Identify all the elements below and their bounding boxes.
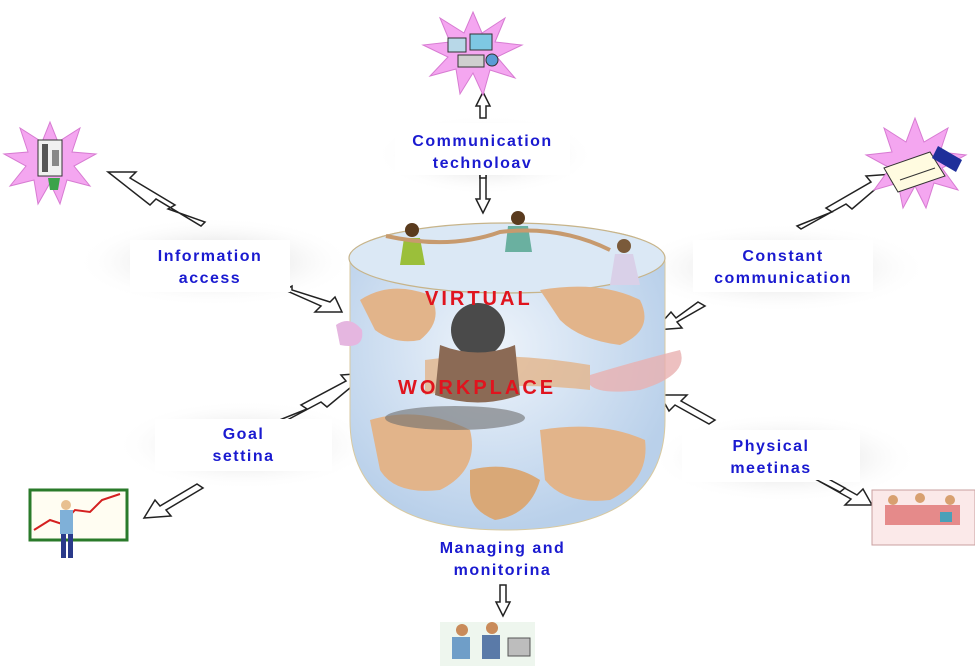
label-physical-meetings: Physical meetinas [682,436,860,480]
label-line: Physical [732,438,810,455]
arrow-to-constant [795,173,896,230]
label-line: Managing and [439,540,566,557]
arrow-to-physical [658,394,717,425]
office-equipment-icon [421,10,524,97]
label-information-access: Information access [130,246,290,290]
person-head [451,303,505,357]
label-line: Information [157,248,263,265]
label-communication-technology: Communication technoloav [395,131,570,175]
label-line: meetinas [730,460,812,477]
label-line: access [178,270,242,287]
arrow-up-top [474,90,492,119]
people-ring [385,211,640,285]
label-line: technoloav [432,155,533,172]
virtual-workplace-globe [336,211,682,531]
arrow-to-goal [270,372,371,427]
continent [470,466,540,520]
label-line: communication [714,270,852,287]
center-title-line1: VIRTUAL [425,288,533,310]
continent [360,288,436,342]
arrow-to-information [105,171,207,227]
signing-document-icon [864,116,968,210]
computer-workers-icon [440,622,535,666]
arrow-from-goal [142,483,205,519]
label-goal-setting: Goal settina [155,424,332,468]
label-line: Goal [222,426,265,443]
continent [540,426,646,501]
label-line: monitorina [453,562,552,579]
label-line: Communication [412,133,553,150]
arrow-from-information [283,284,344,313]
continent [370,414,472,491]
arrow-from-constant [653,301,707,331]
person-body [435,345,520,403]
label-managing-monitoring: Managing and monitorina [425,538,580,582]
continent [540,286,645,345]
growth-chart-icon [28,488,129,558]
telephone-icon [2,120,98,206]
center-title-line2: WORKPLACE [398,377,557,399]
person-desk [385,406,525,430]
left-hand [336,321,363,346]
label-constant-communication: Constant communication [693,246,873,290]
label-line: Constant [742,248,824,265]
label-line: settina [212,448,275,465]
meeting-icon [871,489,975,546]
right-hand [590,350,682,392]
arrow-down-bottom [494,584,512,618]
